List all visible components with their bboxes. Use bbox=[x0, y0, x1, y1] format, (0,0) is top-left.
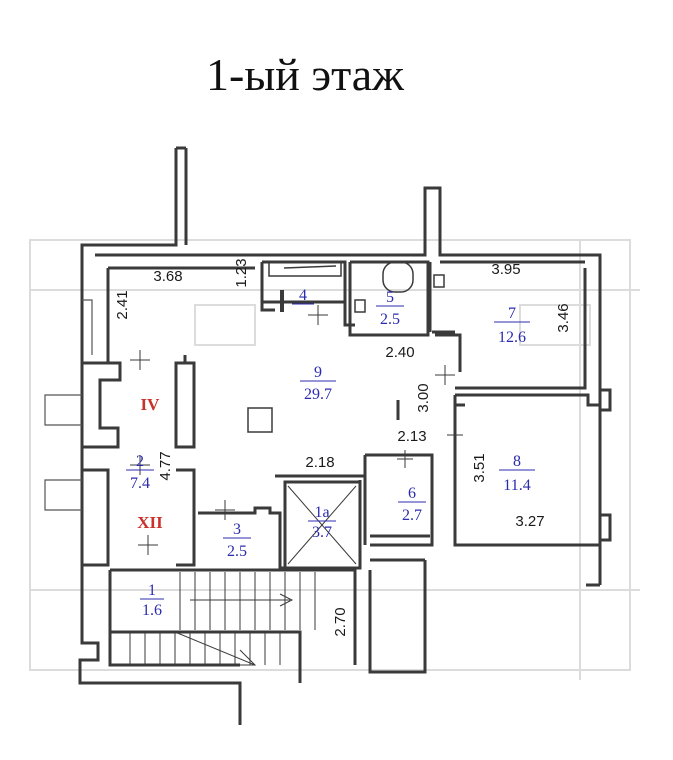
room-5-number: 5 bbox=[386, 289, 394, 306]
dim-1-23: 1.23 bbox=[233, 258, 250, 287]
dim-3-00: 3.00 bbox=[415, 383, 432, 412]
room-1-number: 1 bbox=[148, 582, 156, 599]
room-9-area: 29.7 bbox=[304, 386, 332, 403]
dim-3-46: 3.46 bbox=[555, 303, 572, 332]
room-7-area: 12.6 bbox=[498, 329, 526, 346]
room-6-number: 6 bbox=[408, 485, 416, 502]
dim-3-95: 3.95 bbox=[491, 261, 520, 278]
dim-2-13: 2.13 bbox=[397, 428, 426, 445]
room-labels: 1 1.6 1а 3.7 2 7.4 3 2.5 4 5 2.5 6 2.7 7… bbox=[126, 287, 535, 619]
exterior-bays bbox=[44, 299, 93, 511]
room-1-area: 1.6 bbox=[142, 602, 162, 619]
room-1a-number: 1а bbox=[314, 504, 329, 521]
room-2-number: 2 bbox=[136, 453, 144, 470]
room-2-area: 7.4 bbox=[130, 475, 150, 492]
dim-2-41: 2.41 bbox=[114, 290, 131, 319]
room-4-number: 4 bbox=[299, 287, 307, 304]
dim-3-51: 3.51 bbox=[471, 453, 488, 482]
inner-walls bbox=[247, 261, 445, 433]
room-1a-area: 3.7 bbox=[312, 524, 332, 541]
room-7-number: 7 bbox=[508, 305, 516, 322]
dim-2-40: 2.40 bbox=[385, 344, 414, 361]
page-title: 1-ый этаж bbox=[206, 49, 404, 100]
section-label-iv: IV bbox=[141, 395, 161, 414]
staircase bbox=[129, 572, 316, 666]
room-3-number: 3 bbox=[233, 521, 241, 538]
dim-2-70: 2.70 bbox=[332, 607, 349, 636]
dim-4-77: 4.77 bbox=[157, 451, 174, 480]
elevator-shaft bbox=[287, 485, 357, 565]
dim-3-68: 3.68 bbox=[153, 268, 182, 285]
room-3-area: 2.5 bbox=[227, 543, 247, 560]
room-5-area: 2.5 bbox=[380, 311, 400, 328]
room-markers bbox=[130, 305, 463, 555]
dimension-labels: 3.68 1.23 2.41 3.95 3.46 2.40 3.00 2.13 … bbox=[114, 258, 572, 636]
room-8-area: 11.4 bbox=[503, 477, 530, 494]
room-9-number: 9 bbox=[314, 364, 322, 381]
section-labels: IV XII bbox=[137, 395, 163, 532]
section-label-xii: XII bbox=[137, 513, 163, 532]
dim-2-18: 2.18 bbox=[305, 454, 334, 471]
walls bbox=[78, 146, 612, 725]
room-8-number: 8 bbox=[513, 453, 521, 470]
background-ghost-lines bbox=[29, 239, 640, 680]
room-6-area: 2.7 bbox=[402, 507, 422, 524]
dim-3-27: 3.27 bbox=[515, 513, 544, 530]
